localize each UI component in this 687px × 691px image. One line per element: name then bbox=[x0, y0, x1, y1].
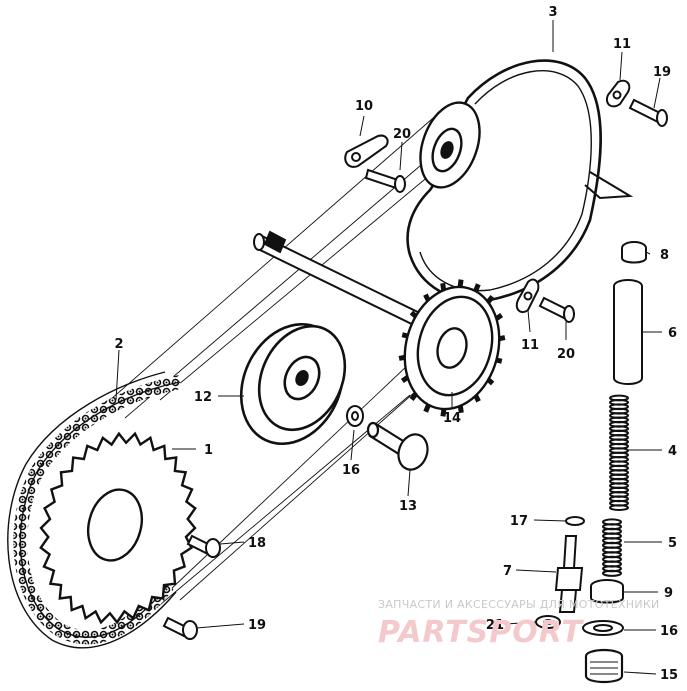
callout-6: 6 bbox=[668, 326, 677, 341]
watermark-caption: ЗАПЧАСТИ И АКСЕССУАРЫ ДЛЯ МОТОТЕХНИКИ bbox=[378, 598, 660, 611]
o-ring-18 bbox=[565, 516, 585, 526]
sprocket-14-tooth bbox=[440, 282, 447, 291]
sprocket-14-tooth bbox=[494, 313, 504, 321]
bolt-13 bbox=[366, 421, 429, 471]
callout-18: 17 bbox=[510, 514, 528, 529]
callout-20-left: 20 bbox=[393, 127, 411, 142]
plug-15 bbox=[584, 648, 624, 684]
callout-20-mid: 20 bbox=[557, 347, 575, 362]
sprocket-14-tooth bbox=[457, 279, 464, 288]
leader-lines bbox=[115, 20, 662, 675]
callout-19-lower: 19 bbox=[248, 618, 266, 633]
bolt-20-left bbox=[364, 168, 406, 193]
callout-14: 14 bbox=[443, 411, 461, 426]
callout-16: 16 bbox=[660, 624, 678, 639]
sprocket-14-tooth bbox=[440, 408, 447, 417]
bolt-7 bbox=[554, 535, 584, 613]
roller-12 bbox=[239, 322, 347, 446]
callout-4: 4 bbox=[668, 444, 677, 459]
drive-shaft bbox=[253, 230, 432, 332]
callout-13: 13 bbox=[399, 499, 417, 514]
bolt-20-mid bbox=[538, 296, 575, 323]
spring5-coil bbox=[602, 569, 622, 577]
lock-plate-11-upper bbox=[606, 79, 631, 108]
callout-15: 15 bbox=[660, 668, 678, 683]
callout-8: 8 bbox=[660, 248, 669, 263]
callout-1: 1 bbox=[204, 443, 213, 458]
lock-plate-10 bbox=[344, 134, 389, 168]
bolt-19-lower bbox=[162, 616, 198, 640]
sprocket-14 bbox=[398, 279, 506, 417]
sprocket-14-tooth bbox=[486, 377, 495, 386]
sprocket-14-tooth bbox=[457, 405, 464, 414]
bolt-19-upper bbox=[186, 534, 221, 558]
watermark: ЗАПЧАСТИ И АКСЕССУАРЫ ДЛЯ МОТОТЕХНИКИ PA… bbox=[378, 598, 660, 650]
spring-5 bbox=[602, 518, 622, 577]
lock-plate-11-mid bbox=[515, 278, 540, 314]
callout-5: 5 bbox=[668, 536, 677, 551]
spring-4 bbox=[609, 394, 629, 512]
washer-17 bbox=[346, 405, 364, 427]
callout-21: 21 bbox=[486, 618, 504, 633]
callout-20-upper: 19 bbox=[653, 65, 671, 80]
sprocket-14-tooth bbox=[398, 354, 406, 361]
upper-roller bbox=[419, 101, 481, 189]
nut-21 bbox=[535, 615, 561, 629]
callout-10: 10 bbox=[355, 99, 373, 114]
callout-7: 7 bbox=[503, 564, 512, 579]
sprocket-14-tooth bbox=[473, 394, 481, 403]
sprocket-14-tooth bbox=[495, 357, 503, 364]
cap-8 bbox=[621, 241, 647, 264]
callout-17: 16 bbox=[342, 463, 360, 478]
sprocket-14-tooth bbox=[498, 335, 506, 342]
sprocket-14-tooth bbox=[401, 332, 409, 339]
callout-19-upper: 18 bbox=[248, 536, 266, 551]
callout-11-upper: 11 bbox=[613, 37, 631, 52]
spring4-coil bbox=[609, 504, 629, 512]
sprocket-14-tooth bbox=[473, 283, 481, 293]
sprocket-14-tooth bbox=[423, 403, 431, 413]
washer-16 bbox=[582, 620, 624, 636]
drive-chain-2 bbox=[7, 371, 182, 649]
callout-11-mid: 11 bbox=[521, 338, 539, 353]
nut-9 bbox=[590, 579, 624, 604]
watermark-logo: PARTSPORT bbox=[378, 615, 585, 650]
callouts: 3 11 19 10 20 8 6 11 20 2 12 14 1 4 16 1… bbox=[114, 5, 678, 683]
sprocket-14-tooth bbox=[409, 392, 418, 401]
callout-2: 2 bbox=[114, 337, 123, 352]
bolt-20-upper bbox=[628, 98, 668, 127]
tube-6 bbox=[613, 279, 643, 385]
sprocket-14-tooth bbox=[409, 310, 418, 319]
callout-9: 9 bbox=[664, 586, 673, 601]
sprocket-14-tooth bbox=[423, 293, 431, 302]
callout-3: 3 bbox=[548, 5, 557, 20]
callout-12: 12 bbox=[194, 390, 212, 405]
sprocket-14-tooth bbox=[486, 295, 495, 304]
sprocket-14-tooth bbox=[400, 375, 410, 383]
sprocket-1 bbox=[39, 431, 197, 625]
